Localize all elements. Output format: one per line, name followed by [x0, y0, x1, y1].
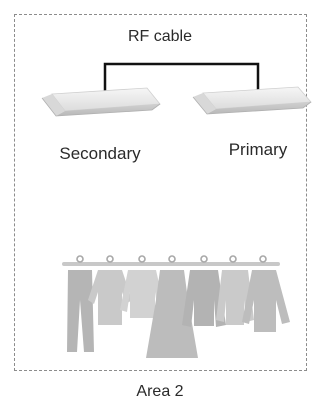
clothing-rack-icon: [62, 256, 290, 358]
secondary-label: Secondary: [40, 144, 160, 164]
primary-device-icon: [193, 87, 311, 114]
secondary-device-icon: [42, 88, 160, 116]
primary-label: Primary: [198, 140, 318, 160]
rf-cable-line: [105, 64, 258, 92]
area-label: Area 2: [100, 383, 220, 401]
rf-cable-label: RF cable: [100, 28, 220, 46]
